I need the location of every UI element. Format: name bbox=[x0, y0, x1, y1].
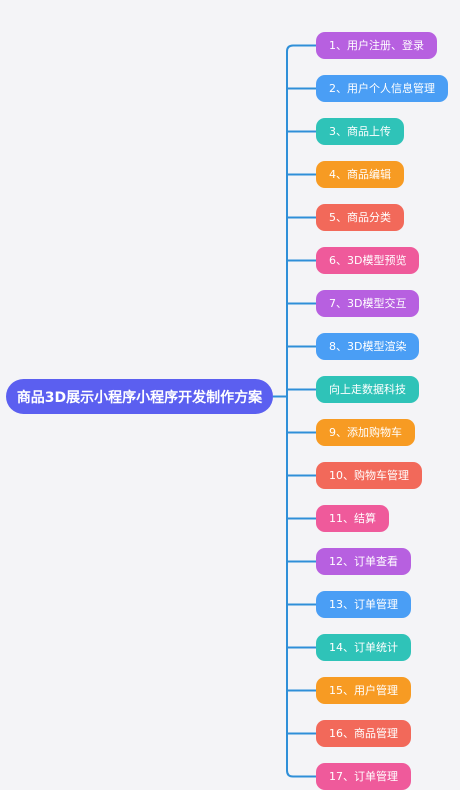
branch-connector bbox=[286, 44, 316, 52]
branch-node-14[interactable]: 13、订单管理 bbox=[316, 591, 411, 618]
branch-node-12[interactable]: 11、结算 bbox=[316, 505, 389, 532]
branch-node-15[interactable]: 14、订单统计 bbox=[316, 634, 411, 661]
branch-connector bbox=[286, 770, 316, 778]
branch-node-2[interactable]: 2、用户个人信息管理 bbox=[316, 75, 448, 102]
root-topic[interactable]: 商品3D展示小程序小程序开发制作方案 bbox=[6, 379, 273, 414]
branch-node-3[interactable]: 3、商品上传 bbox=[316, 118, 404, 145]
branch-node-16[interactable]: 15、用户管理 bbox=[316, 677, 411, 704]
branch-node-1[interactable]: 1、用户注册、登录 bbox=[316, 32, 437, 59]
branch-node-4[interactable]: 4、商品编辑 bbox=[316, 161, 404, 188]
branch-node-6[interactable]: 6、3D模型预览 bbox=[316, 247, 420, 274]
branch-node-17[interactable]: 16、商品管理 bbox=[316, 720, 411, 747]
branch-node-10[interactable]: 9、添加购物车 bbox=[316, 419, 415, 446]
branch-node-11[interactable]: 10、购物车管理 bbox=[316, 462, 422, 489]
branch-node-13[interactable]: 12、订单查看 bbox=[316, 548, 411, 575]
branch-node-5[interactable]: 5、商品分类 bbox=[316, 204, 404, 231]
branch-node-9[interactable]: 向上走数据科技 bbox=[316, 376, 419, 403]
branch-node-18[interactable]: 17、订单管理 bbox=[316, 763, 411, 790]
branch-node-7[interactable]: 7、3D模型交互 bbox=[316, 290, 420, 317]
branch-node-8[interactable]: 8、3D模型渲染 bbox=[316, 333, 420, 360]
